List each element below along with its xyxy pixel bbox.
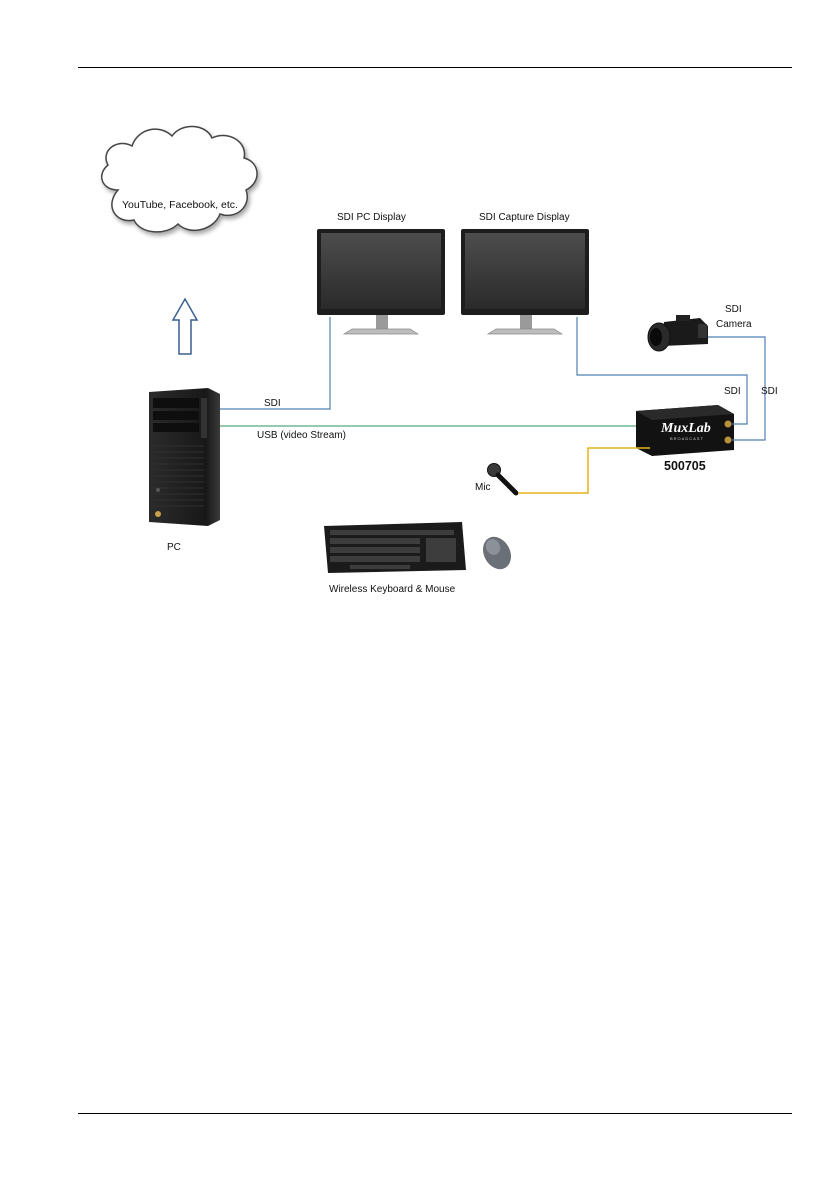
pc-tower-icon (149, 388, 220, 526)
camera-label-line2: Camera (716, 319, 752, 330)
cloud-label: YouTube, Facebook, etc. (122, 199, 238, 211)
device-brand-sub-text: BROADCAST (670, 436, 704, 441)
wireless-mouse-icon (478, 532, 517, 574)
device-brand-text: MuxLab (660, 421, 711, 436)
wireless-keyboard-icon (324, 522, 466, 573)
upload-arrow-icon (173, 299, 197, 354)
sdi-capture-display-monitor-icon (461, 229, 589, 334)
microphone-icon (488, 464, 517, 494)
sdi-pc-display-monitor-icon (317, 229, 445, 334)
sdi-cable-pc-to-display (220, 317, 330, 409)
sdi-pc-display-label: SDI PC Display (337, 212, 406, 223)
keyboard-mouse-label: Wireless Keyboard & Mouse (329, 584, 455, 595)
sdi-capture-display-label: SDI Capture Display (479, 212, 570, 223)
cloud-icon (102, 126, 257, 231)
camera-icon (648, 315, 708, 351)
device-model-label: 500705 (664, 459, 706, 473)
camera-label-line1: SDI (725, 304, 742, 315)
usb-link-label: USB (video Stream) (257, 430, 346, 441)
sdi-pc-link-label: SDI (264, 398, 281, 409)
audio-cable-mic-to-device (518, 448, 650, 493)
mic-label: Mic (475, 482, 491, 493)
sdi-camera-link-label: SDI (761, 386, 778, 397)
sdi-display-link-label: SDI (724, 386, 741, 397)
pc-label: PC (167, 542, 181, 553)
